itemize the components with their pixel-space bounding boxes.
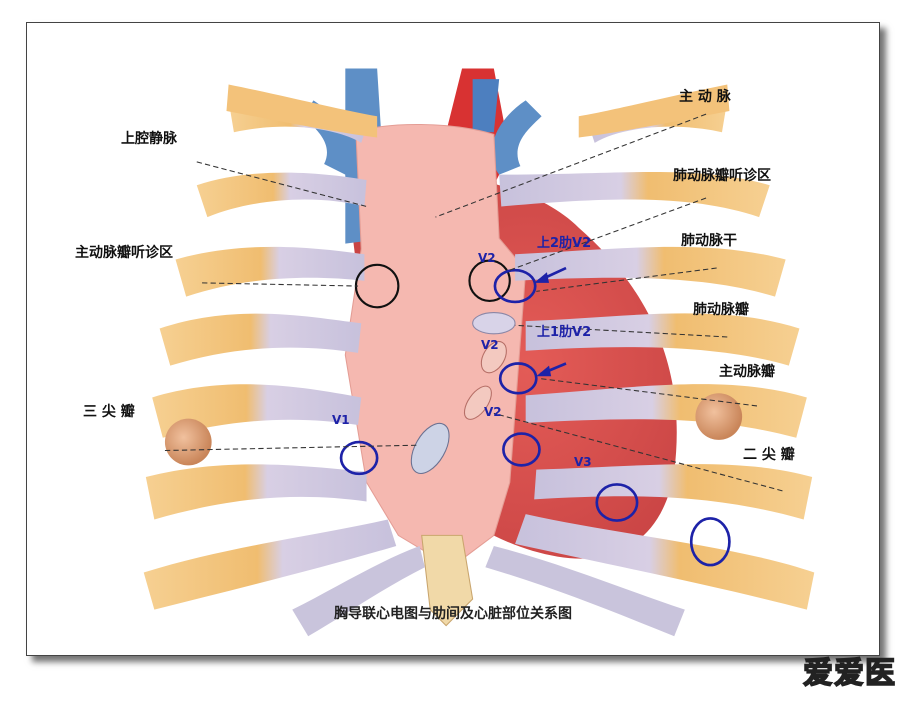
electrode-label-v2: V2 — [484, 405, 502, 419]
arrow-upper2-head — [534, 272, 550, 283]
lead-label-upper-2nd-rib-v2: 上2肋V2 — [537, 236, 592, 251]
electrode-ring-v2-upper1 — [498, 362, 538, 395]
label-aorta: 主 动 脉 — [679, 89, 731, 105]
left-nipple-shape — [164, 418, 212, 466]
lead-label-upper-1st-rib-v2: 上1肋V2 — [537, 325, 592, 340]
leader-pulm-valve — [515, 324, 728, 338]
electrode-label-v2-upper2: V2 — [478, 251, 496, 265]
label-tricuspid-valve: 三 尖 瓣 — [83, 404, 135, 420]
label-superior-vena-cava: 上腔静脉 — [121, 131, 177, 147]
label-pulmonary-trunk: 肺动脉干 — [681, 233, 737, 249]
electrode-label-v2-upper1: V2 — [481, 338, 499, 352]
electrode-label-v3: V3 — [574, 455, 592, 469]
right-ribs — [485, 97, 815, 637]
left-clavicle-shape — [226, 84, 378, 138]
arrow-upper1-head — [536, 365, 552, 377]
electrode-ring-v2-upper2 — [493, 268, 537, 304]
leader-svc — [196, 161, 367, 207]
label-mitral-valve: 二 尖 瓣 — [743, 447, 795, 463]
electrode-ring-v1 — [339, 440, 379, 476]
site-logo: 爱爱医 — [802, 655, 896, 692]
label-aortic-auscultation-area: 主动脉瓣听诊区 — [75, 245, 173, 261]
pulmonary-valve-shape — [472, 312, 516, 335]
electrode-ring-v4 — [689, 517, 731, 567]
tricuspid-valve-shape — [410, 422, 450, 474]
sternum-shape — [344, 123, 527, 568]
leader-pulm-trunk — [536, 267, 717, 292]
label-pulmonary-valve: 肺动脉瓣 — [693, 302, 749, 318]
right-clavicle-shape — [578, 84, 730, 138]
label-aortic-valve: 主动脉瓣 — [719, 364, 775, 380]
diagram-frame: 上腔静脉 主 动 脉 肺动脉瓣听诊区 主动脉瓣听诊区 肺动脉干 肺动脉瓣 主动脉… — [26, 22, 880, 656]
pulmonary-auscultation-circle — [468, 259, 511, 302]
leader-aorta — [435, 113, 707, 218]
mitral-valve-shape — [463, 385, 492, 420]
right-vein-shape — [491, 100, 542, 175]
label-pulmonary-auscultation-area: 肺动脉瓣听诊区 — [673, 168, 771, 184]
leader-aortic-valve — [538, 377, 758, 407]
electrode-ring-v2 — [502, 432, 541, 467]
aortic-valve-shape — [480, 340, 507, 374]
anatomy-illustration — [143, 68, 815, 637]
leader-mitral — [493, 412, 783, 492]
pulmonary-vein-shape — [472, 79, 500, 133]
electrode-ring-v3 — [595, 483, 639, 522]
xiphoid-shape — [421, 534, 474, 627]
right-nipple-shape — [695, 393, 743, 440]
electrode-label-v1: V1 — [332, 413, 350, 427]
leader-aortic-ausc — [202, 282, 359, 287]
leader-pulm-ausc — [509, 197, 707, 271]
valve-shapes — [410, 312, 516, 474]
left-ribs — [143, 97, 425, 637]
figure-caption: 胸导联心电图与肋间及心脏部位关系图 — [334, 606, 572, 622]
